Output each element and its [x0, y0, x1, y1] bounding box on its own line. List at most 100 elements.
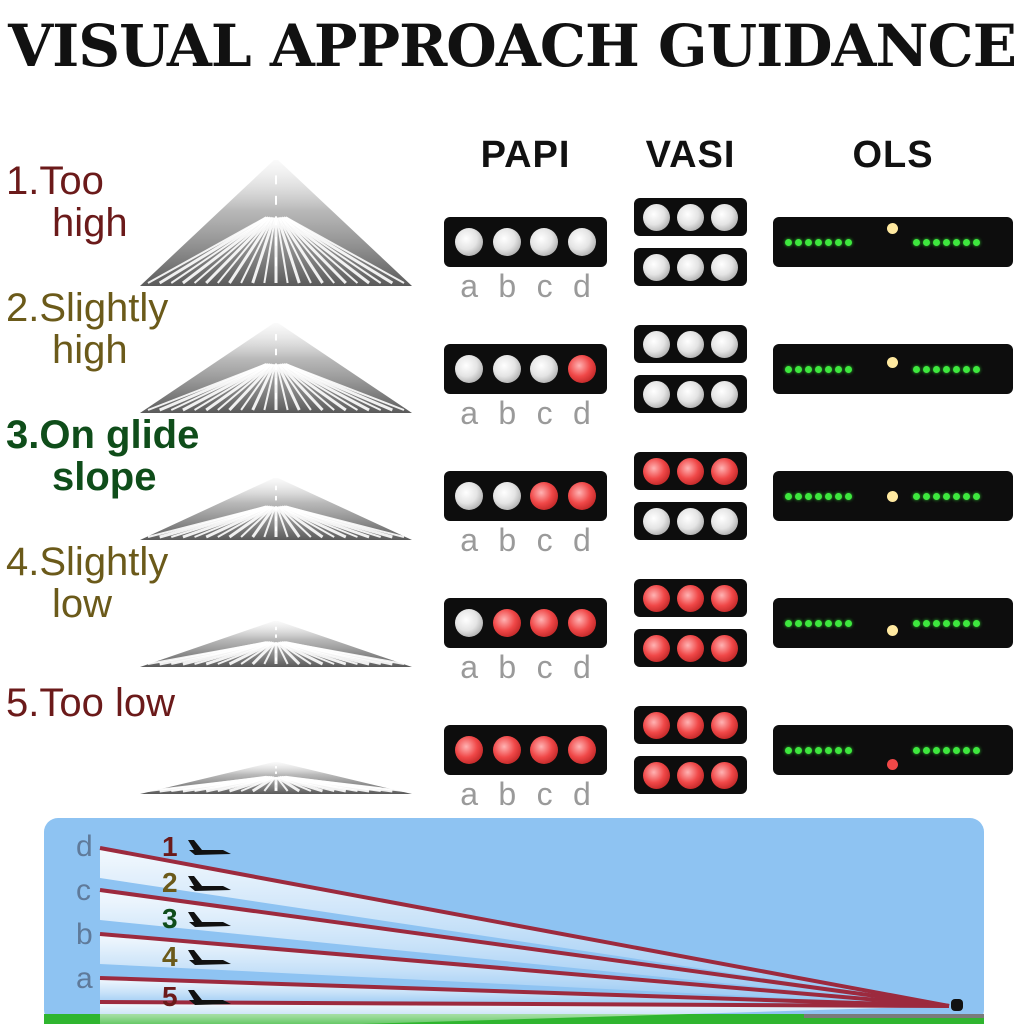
ols-lens-display — [773, 598, 1013, 648]
ols-datum-light — [913, 493, 920, 500]
ols-datum-light — [973, 366, 980, 373]
vasi-downwind-bar — [634, 248, 747, 286]
papi-letter: d — [572, 776, 591, 812]
ols-lens-display — [773, 344, 1013, 394]
condition-label-line1: 3.On glide — [6, 413, 199, 457]
vasi-lamp — [676, 761, 704, 789]
vasi-downwind-bar — [634, 375, 747, 413]
runway-perspective-icon — [140, 323, 412, 413]
condition-label-line2: high — [52, 201, 128, 245]
ols-lens-display — [773, 217, 1013, 267]
papi-column-heading: PAPI — [480, 134, 571, 176]
glide-beam-line — [99, 1000, 950, 1008]
ols-datum-light — [785, 747, 792, 754]
ols-datum-light — [835, 620, 842, 627]
ols-datum-light — [805, 239, 812, 246]
vasi-lamp — [676, 634, 704, 662]
papi-lamp-c — [530, 609, 559, 637]
vasi-downwind-bar — [634, 629, 747, 667]
papi-letter: d — [572, 268, 591, 304]
vasi-lamp — [676, 584, 704, 612]
condition-number: 1. — [6, 159, 40, 203]
vasi-upwind-bar — [634, 452, 747, 490]
ols-datum-light — [963, 747, 970, 754]
condition-number: 3. — [6, 413, 40, 457]
ols-datum-light — [825, 493, 832, 500]
condition-label-line2: low — [52, 582, 113, 626]
papi-lamp-b — [492, 609, 521, 637]
vasi-column-heading: VASI — [645, 134, 736, 176]
vasi-lamp — [676, 330, 704, 358]
glide-beam-line — [99, 846, 950, 1008]
condition-text: Too — [39, 159, 104, 203]
ols-datum-light — [835, 366, 842, 373]
vasi-lamp — [710, 380, 738, 408]
papi-lamp-d — [568, 228, 597, 256]
ols-datum-light — [923, 747, 930, 754]
ols-datum-light — [913, 620, 920, 627]
ols-datum-light — [805, 493, 812, 500]
page-title: VISUAL APPROACH GUIDANCE — [8, 12, 1017, 80]
condition-number: 2. — [6, 286, 40, 330]
ols-meatball — [887, 357, 898, 368]
vasi-downwind-bar — [634, 502, 747, 540]
vasi-upwind-bar — [634, 706, 747, 744]
aircraft-number: 3 — [162, 903, 178, 934]
vasi-lamp — [710, 584, 738, 612]
ols-datum-light — [953, 366, 960, 373]
ols-datum-light — [845, 366, 852, 373]
ols-datum-lights-left — [785, 747, 852, 754]
papi-lamp-d — [568, 736, 597, 764]
papi-letter: b — [498, 522, 517, 558]
vasi-lamp — [710, 711, 738, 739]
aircraft-icon — [188, 876, 231, 891]
ols-datum-light — [973, 493, 980, 500]
papi-letter: b — [498, 395, 517, 431]
papi-lamp-c — [530, 482, 559, 510]
beam-letter: b — [76, 918, 93, 951]
condition-text: Slightly — [39, 540, 169, 584]
ols-datum-light — [943, 239, 950, 246]
vasi-lamp — [676, 457, 704, 485]
ols-datum-light — [953, 493, 960, 500]
vasi-lamp — [710, 507, 738, 535]
ols-datum-light — [795, 239, 802, 246]
ols-datum-light — [825, 366, 832, 373]
ols-datum-light — [933, 493, 940, 500]
vasi-upwind-bar — [634, 325, 747, 363]
beam-glow — [100, 1002, 949, 1024]
vasi-lamp — [643, 584, 671, 612]
vasi-lamp — [643, 380, 671, 408]
papi-lamp-a — [454, 355, 483, 383]
ols-datum-light — [933, 747, 940, 754]
papi-lamp-a — [454, 609, 483, 637]
ols-datum-light — [825, 620, 832, 627]
vasi-lamp — [643, 330, 671, 358]
papi-letter: c — [536, 395, 553, 431]
ols-datum-light — [825, 239, 832, 246]
ols-datum-light — [835, 493, 842, 500]
beam-letter: a — [76, 962, 93, 995]
condition-number: 4. — [6, 540, 40, 584]
ols-datum-light — [913, 366, 920, 373]
condition-label-line1: 4.Slightly — [6, 540, 168, 584]
papi-unit-marker — [951, 999, 963, 1011]
runway-perspective-icon — [140, 160, 412, 286]
glide-beam-line — [99, 932, 950, 1008]
ols-datum-light — [805, 366, 812, 373]
aircraft-number: 4 — [162, 941, 178, 972]
papi-light-bar — [444, 598, 607, 648]
ols-meatball — [887, 223, 898, 234]
papi-letter: c — [536, 522, 553, 558]
ols-datum-lights-right — [913, 366, 980, 373]
